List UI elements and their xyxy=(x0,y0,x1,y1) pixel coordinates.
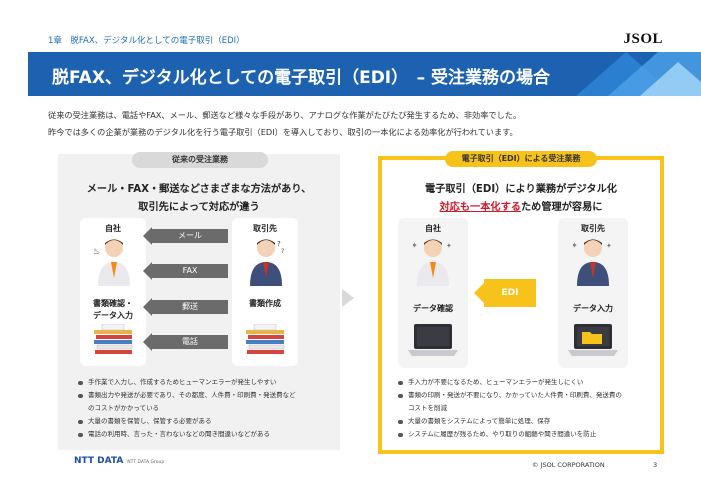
edi-arrow-head xyxy=(474,283,484,303)
svg-text:♨: ♨ xyxy=(94,247,100,257)
page-number: 3 xyxy=(653,461,658,469)
edi-connector: EDI xyxy=(484,279,536,307)
partner-person-confused-icon: ? ? xyxy=(250,239,284,286)
legacy-bullets: 手作業で入力し、作成するためヒューマンエラーが発生しやすい 書類出力や発送が必要… xyxy=(78,376,338,441)
jsol-logo: JSOL xyxy=(623,31,663,47)
svg-text:✦: ✦ xyxy=(573,241,578,250)
svg-text:?: ? xyxy=(277,240,281,248)
channel-post: 郵送 xyxy=(152,300,228,314)
arrow-head-fax xyxy=(143,262,152,280)
svg-text:✦: ✦ xyxy=(606,242,612,250)
intro-text: 従来の受注業務は、電話やFAX、メール、郵送など様々な手段があり、アナログな作業… xyxy=(48,107,521,141)
legacy-bullet: 大量の書類を保管し、保管する必要がある xyxy=(78,415,338,428)
legacy-bullet: 書類出力や発送が必要であり、その都度、人件費・印刷費・発送費など xyxy=(78,389,338,402)
edi-heading-2: 対応も一本化するため管理が容易に xyxy=(378,198,664,213)
self-person-stressed-icon: ♨ xyxy=(94,239,130,286)
channel-fax: FAX xyxy=(152,264,228,278)
edi-partner-task: データ入力 xyxy=(573,304,613,313)
edi-self-label: 自社 xyxy=(425,224,441,233)
partner-person-happy-icon: ✦ ✦ xyxy=(573,239,612,286)
edi-bullet: 大量の書類をシステムによって簡単に処理、保存 xyxy=(398,415,660,428)
edi-bullet-cont: コストを削減 xyxy=(408,404,447,412)
arrow-head-mail xyxy=(143,227,152,245)
legacy-partner-task: 書類作成 xyxy=(249,299,281,308)
chapter-label: 1章 脱FAX、デジタル化としての電子取引（EDI） xyxy=(48,36,245,46)
intro-line-2: 昨今では多くの企業が業務のデジタル化を行う電子取引（EDI）を導入しており、取引… xyxy=(48,127,518,137)
legacy-self-label: 自社 xyxy=(105,224,121,233)
transition-arrow xyxy=(342,289,354,307)
legacy-tag: 従来の受注業務 xyxy=(132,152,268,168)
title-decoration xyxy=(576,52,701,96)
edi-heading-emphasis: 対応も一本化する xyxy=(439,202,522,213)
edi-bullet: 書類の印刷・発送が不要になり、かかっていた人件費・印刷費、発送費の xyxy=(398,389,660,402)
laptop-icon xyxy=(408,324,458,356)
edi-self-task: データ確認 xyxy=(413,304,453,313)
arrow-head-phone xyxy=(143,333,152,351)
ntt-data-logo-text: NTT DATA xyxy=(74,456,124,466)
page-title: 脱FAX、デジタル化としての電子取引（EDI） – 受注業務の場合 xyxy=(52,68,551,88)
legacy-self-task-2: データ入力 xyxy=(93,311,133,320)
edi-bullet: 手入力が不要になるため、ヒューマンエラーが発生しにくい xyxy=(398,376,660,389)
arrow-head-post xyxy=(143,298,152,316)
intro-line-1: 従来の受注業務は、電話やFAX、メール、郵送など様々な手段があり、アナログな作業… xyxy=(48,110,522,120)
ntt-data-group-text: NTT DATA Group xyxy=(127,460,165,465)
edi-bullet: システムに履歴が残るため、やり取りの齟齬や聞き間違いを防止 xyxy=(398,428,660,441)
laptop-with-data-icon xyxy=(568,324,618,356)
legacy-bullet-cont: のコストがかかっている xyxy=(88,404,160,412)
legacy-self-task-1: 書類確認・ xyxy=(93,299,133,308)
edi-heading-rest: ため管理が容易に xyxy=(521,202,603,213)
svg-text:✦: ✦ xyxy=(446,242,452,250)
legacy-bullet: 手作業で入力し、作成するためヒューマンエラーが発生しやすい xyxy=(78,376,338,389)
svg-text:✦: ✦ xyxy=(413,241,418,250)
title-bar: 脱FAX、デジタル化としての電子取引（EDI） – 受注業務の場合 xyxy=(28,52,701,96)
legacy-bullet: 電話の利用時、言った・言わないなどの聞き間違いなどがある xyxy=(78,428,338,441)
legacy-partner-label: 取引先 xyxy=(253,224,277,233)
self-person-happy-icon: ✦ ✦ xyxy=(413,239,452,286)
channel-phone: 電話 xyxy=(152,335,228,349)
paper-stack-icon xyxy=(94,324,133,354)
edi-partner-label: 取引先 xyxy=(581,224,605,233)
copyright: © JSOL CORPORATION xyxy=(532,461,605,469)
legacy-heading-1: メール・FAX・郵送などさまざまな方法があり、 xyxy=(86,184,312,195)
paper-stack-icon-2 xyxy=(246,324,285,354)
edi-tag: 電子取引（EDI）による受注業務 xyxy=(445,151,597,167)
edi-bullets: 手入力が不要になるため、ヒューマンエラーが発生しにくい 書類の印刷・発送が不要に… xyxy=(398,376,660,441)
legacy-heading-2: 取引先によって対応が違う xyxy=(138,202,260,213)
edi-heading-1: 電子取引（EDI）により業務がデジタル化 xyxy=(425,184,617,195)
channel-mail: メール xyxy=(152,229,228,243)
svg-text:?: ? xyxy=(281,248,284,255)
